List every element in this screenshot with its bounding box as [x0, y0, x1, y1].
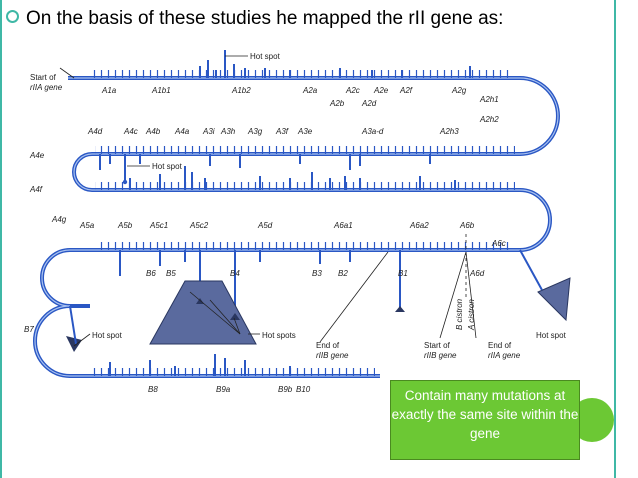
- site-label: B8: [148, 385, 158, 394]
- site-label: A2f: [399, 86, 413, 95]
- site-label: A3g: [247, 127, 263, 136]
- hot-spot-triangle-right: [537, 277, 571, 322]
- site-label: A5b: [117, 221, 133, 230]
- site-label: A3f: [275, 127, 289, 136]
- mutation-bars-row1: [199, 50, 471, 78]
- site-label: A4f: [29, 185, 43, 194]
- mutation-bars-row4: [119, 250, 401, 316]
- a-cistron-label: A cistron: [467, 299, 476, 331]
- site-label: B3: [312, 269, 322, 278]
- site-label: B2: [338, 269, 348, 278]
- site-label: B9a: [216, 385, 231, 394]
- site-label: A2h1: [479, 95, 499, 104]
- site-label: A4a: [174, 127, 190, 136]
- site-label: A4b: [145, 127, 161, 136]
- end-rIIB-label-2: rIIB gene: [316, 351, 349, 360]
- start-rIIA-label-2: rIIA gene: [30, 83, 63, 92]
- site-label: A5c1: [149, 221, 168, 230]
- site-label: B10: [296, 385, 311, 394]
- end-rIIB-label: End of: [316, 341, 340, 350]
- hot-spot-label-mid: Hot spot: [152, 162, 183, 171]
- callout-box: Contain many mutations at exactly the sa…: [390, 380, 580, 460]
- site-label: A6d: [469, 269, 485, 278]
- site-label: A1b1: [151, 86, 171, 95]
- site-label: B7: [24, 325, 34, 334]
- site-label: A2e: [373, 86, 389, 95]
- end-rIIA-label: End of: [488, 341, 512, 350]
- hot-spot-triangle-large: [149, 280, 257, 345]
- site-label: A6b: [459, 221, 475, 230]
- site-label: A6a1: [333, 221, 353, 230]
- site-label: A2b: [329, 99, 345, 108]
- pointer-lines: [59, 67, 477, 347]
- site-label: B6: [146, 269, 156, 278]
- site-label: A3i: [202, 127, 215, 136]
- mutation-bars-row3: [129, 166, 456, 190]
- site-label: A3e: [297, 127, 313, 136]
- start-rIIA-label: Start of: [30, 73, 57, 82]
- site-label: A6c: [491, 239, 506, 248]
- hot-spot-label-top: Hot spot: [250, 52, 281, 61]
- right-accent-rule: [614, 0, 616, 478]
- site-label: A2c: [345, 86, 360, 95]
- site-label: B4: [230, 269, 240, 278]
- slide-title: On the basis of these studies he mapped …: [26, 8, 504, 29]
- bullet-icon: [6, 10, 19, 23]
- site-label: A2d: [361, 99, 377, 108]
- site-label: A6a2: [409, 221, 429, 230]
- hot-spot-label-right: Hot spot: [536, 331, 567, 340]
- site-label: A3h: [220, 127, 236, 136]
- site-label: A4e: [29, 151, 45, 160]
- tick-marks: [90, 70, 515, 376]
- site-label: A5c2: [189, 221, 209, 230]
- hot-spot-label-left: Hot spot: [92, 331, 123, 340]
- end-rIIA-label-2: rIIA gene: [488, 351, 521, 360]
- mutation-bars-row5: [109, 354, 291, 376]
- site-label: A2g: [451, 86, 467, 95]
- site-label: A4g: [51, 215, 67, 224]
- start-rIIB-label-2: rIIB gene: [424, 351, 457, 360]
- site-label: A5a: [79, 221, 95, 230]
- site-label: A1a: [101, 86, 117, 95]
- site-label: A2h3: [439, 127, 459, 136]
- site-label: B9b: [278, 385, 293, 394]
- site-label: A3a-d: [361, 127, 384, 136]
- site-label: A4d: [87, 127, 103, 136]
- site-label: B5: [166, 269, 176, 278]
- hot-spots-label: Hot spots: [262, 331, 296, 340]
- site-label: B1: [398, 269, 408, 278]
- site-label: A1b2: [231, 86, 251, 95]
- site-label: A4c: [123, 127, 138, 136]
- b-cistron-label: B cistron: [455, 298, 464, 330]
- start-rIIB-label: Start of: [424, 341, 451, 350]
- site-label: A2h2: [479, 115, 499, 124]
- site-label: A2a: [302, 86, 318, 95]
- site-label: A5d: [257, 221, 273, 230]
- mutation-bars-row2: [99, 154, 431, 182]
- left-accent-rule: [0, 0, 2, 478]
